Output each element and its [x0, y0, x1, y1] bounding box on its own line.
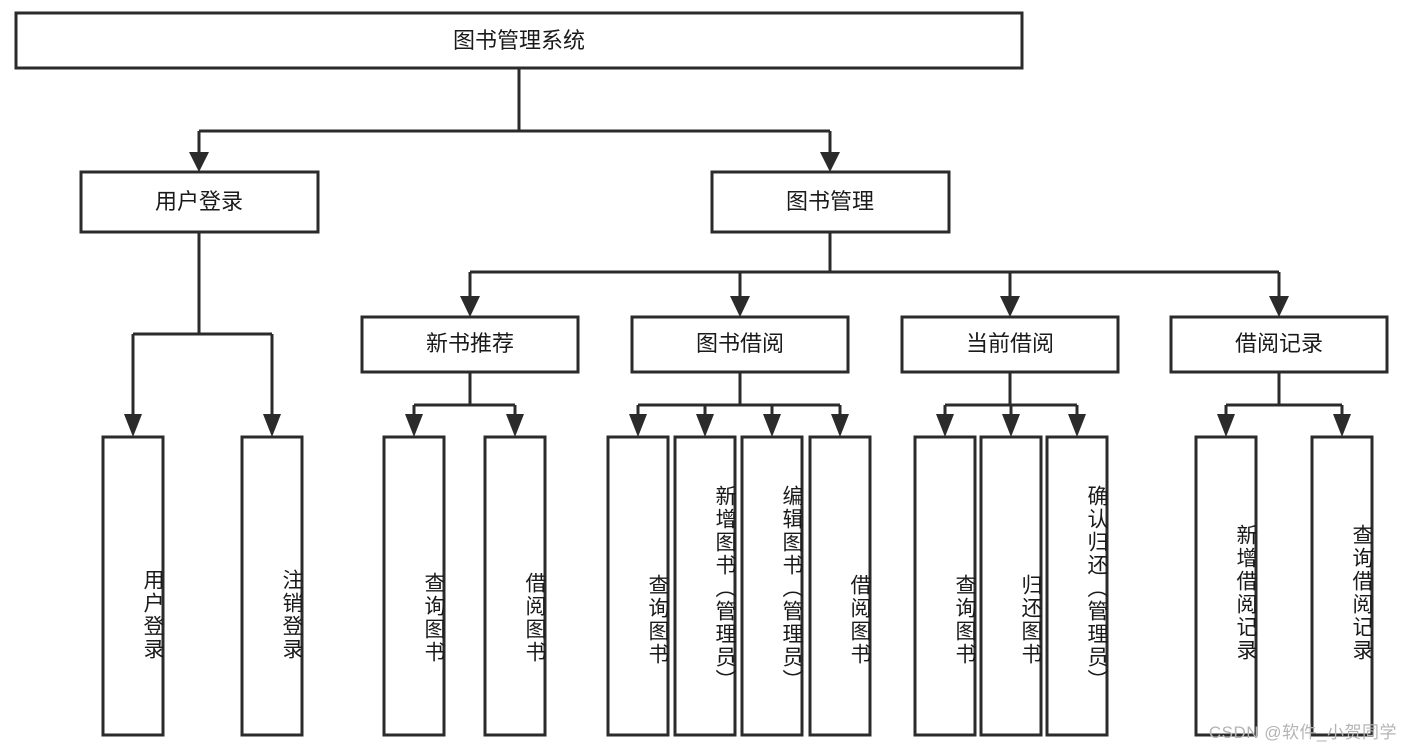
- arrow-to-new-book-recommend: [460, 296, 480, 317]
- arrow-to-book-manage: [820, 152, 840, 172]
- node-leaf-borrow-book-2-box[interactable]: [808, 435, 872, 737]
- arrow-to-leaf-user-login: [124, 414, 142, 437]
- node-book-borrow-label: 图书借阅: [696, 331, 784, 356]
- arrow-to-leaf-query-record: [1333, 414, 1351, 437]
- node-book-borrow-box[interactable]: [630, 315, 850, 374]
- arrow-to-leaf-query-book-3: [936, 414, 954, 437]
- arrow-to-leaf-confirm-return: [1068, 414, 1086, 437]
- arrow-to-user-login: [189, 152, 209, 172]
- arrow-to-book-borrow: [730, 296, 750, 317]
- arrow-to-leaf-borrow-book-1: [506, 414, 524, 437]
- node-leaf-query-book-2-box[interactable]: [606, 435, 670, 737]
- arrow-to-leaf-query-book-2: [629, 414, 647, 437]
- node-borrow-record-box[interactable]: [1169, 315, 1389, 374]
- node-leaf-query-book-1-box[interactable]: [382, 435, 446, 737]
- node-leaf-return-book-box[interactable]: [979, 435, 1043, 737]
- arrow-to-current-borrow: [1000, 296, 1020, 317]
- node-root-label: 图书管理系统: [453, 28, 585, 53]
- node-leaf-borrow-book-1-box[interactable]: [483, 435, 547, 737]
- node-new-book-recommend-label: 新书推荐: [426, 331, 514, 356]
- arrow-to-leaf-query-book-1: [405, 414, 423, 437]
- node-leaf-edit-book-box[interactable]: [740, 435, 804, 737]
- node-leaf-add-book-box[interactable]: [673, 435, 737, 737]
- node-book-manage-label: 图书管理: [786, 189, 874, 214]
- node-leaf-logout-box[interactable]: [240, 435, 304, 737]
- arrow-to-leaf-return-book: [1002, 414, 1020, 437]
- node-leaf-confirm-return-box[interactable]: [1045, 435, 1109, 737]
- node-new-book-recommend-box[interactable]: [360, 315, 580, 374]
- arrow-to-leaf-logout: [263, 414, 281, 437]
- connector-layer: [124, 68, 1351, 437]
- arrow-to-borrow-record: [1269, 296, 1289, 317]
- node-current-borrow-label: 当前借阅: [966, 331, 1054, 356]
- csdn-watermark: CSDN @软件_小贺同学: [1208, 723, 1397, 742]
- node-user-login-box[interactable]: [79, 170, 320, 234]
- arrow-to-leaf-borrow-book-2: [831, 414, 849, 437]
- arrow-to-leaf-add-book: [696, 414, 714, 437]
- node-leaf-add-record-box[interactable]: [1194, 435, 1258, 737]
- node-book-manage-box[interactable]: [710, 170, 951, 234]
- node-current-borrow-box[interactable]: [900, 315, 1120, 374]
- node-user-login-label: 用户登录: [155, 189, 243, 214]
- node-layer: 图书管理系统 用户登录 图书管理 新书推荐 图书借阅 当前借阅 借阅记录: [14, 11, 1389, 737]
- node-leaf-query-book-3-box[interactable]: [913, 435, 977, 737]
- node-root-box[interactable]: [14, 11, 1024, 70]
- arrow-to-leaf-add-record: [1217, 414, 1235, 437]
- node-leaf-query-record-box[interactable]: [1310, 435, 1374, 737]
- node-leaf-user-login-box[interactable]: [101, 435, 165, 737]
- node-borrow-record-label: 借阅记录: [1235, 331, 1323, 356]
- arrow-to-leaf-edit-book: [763, 414, 781, 437]
